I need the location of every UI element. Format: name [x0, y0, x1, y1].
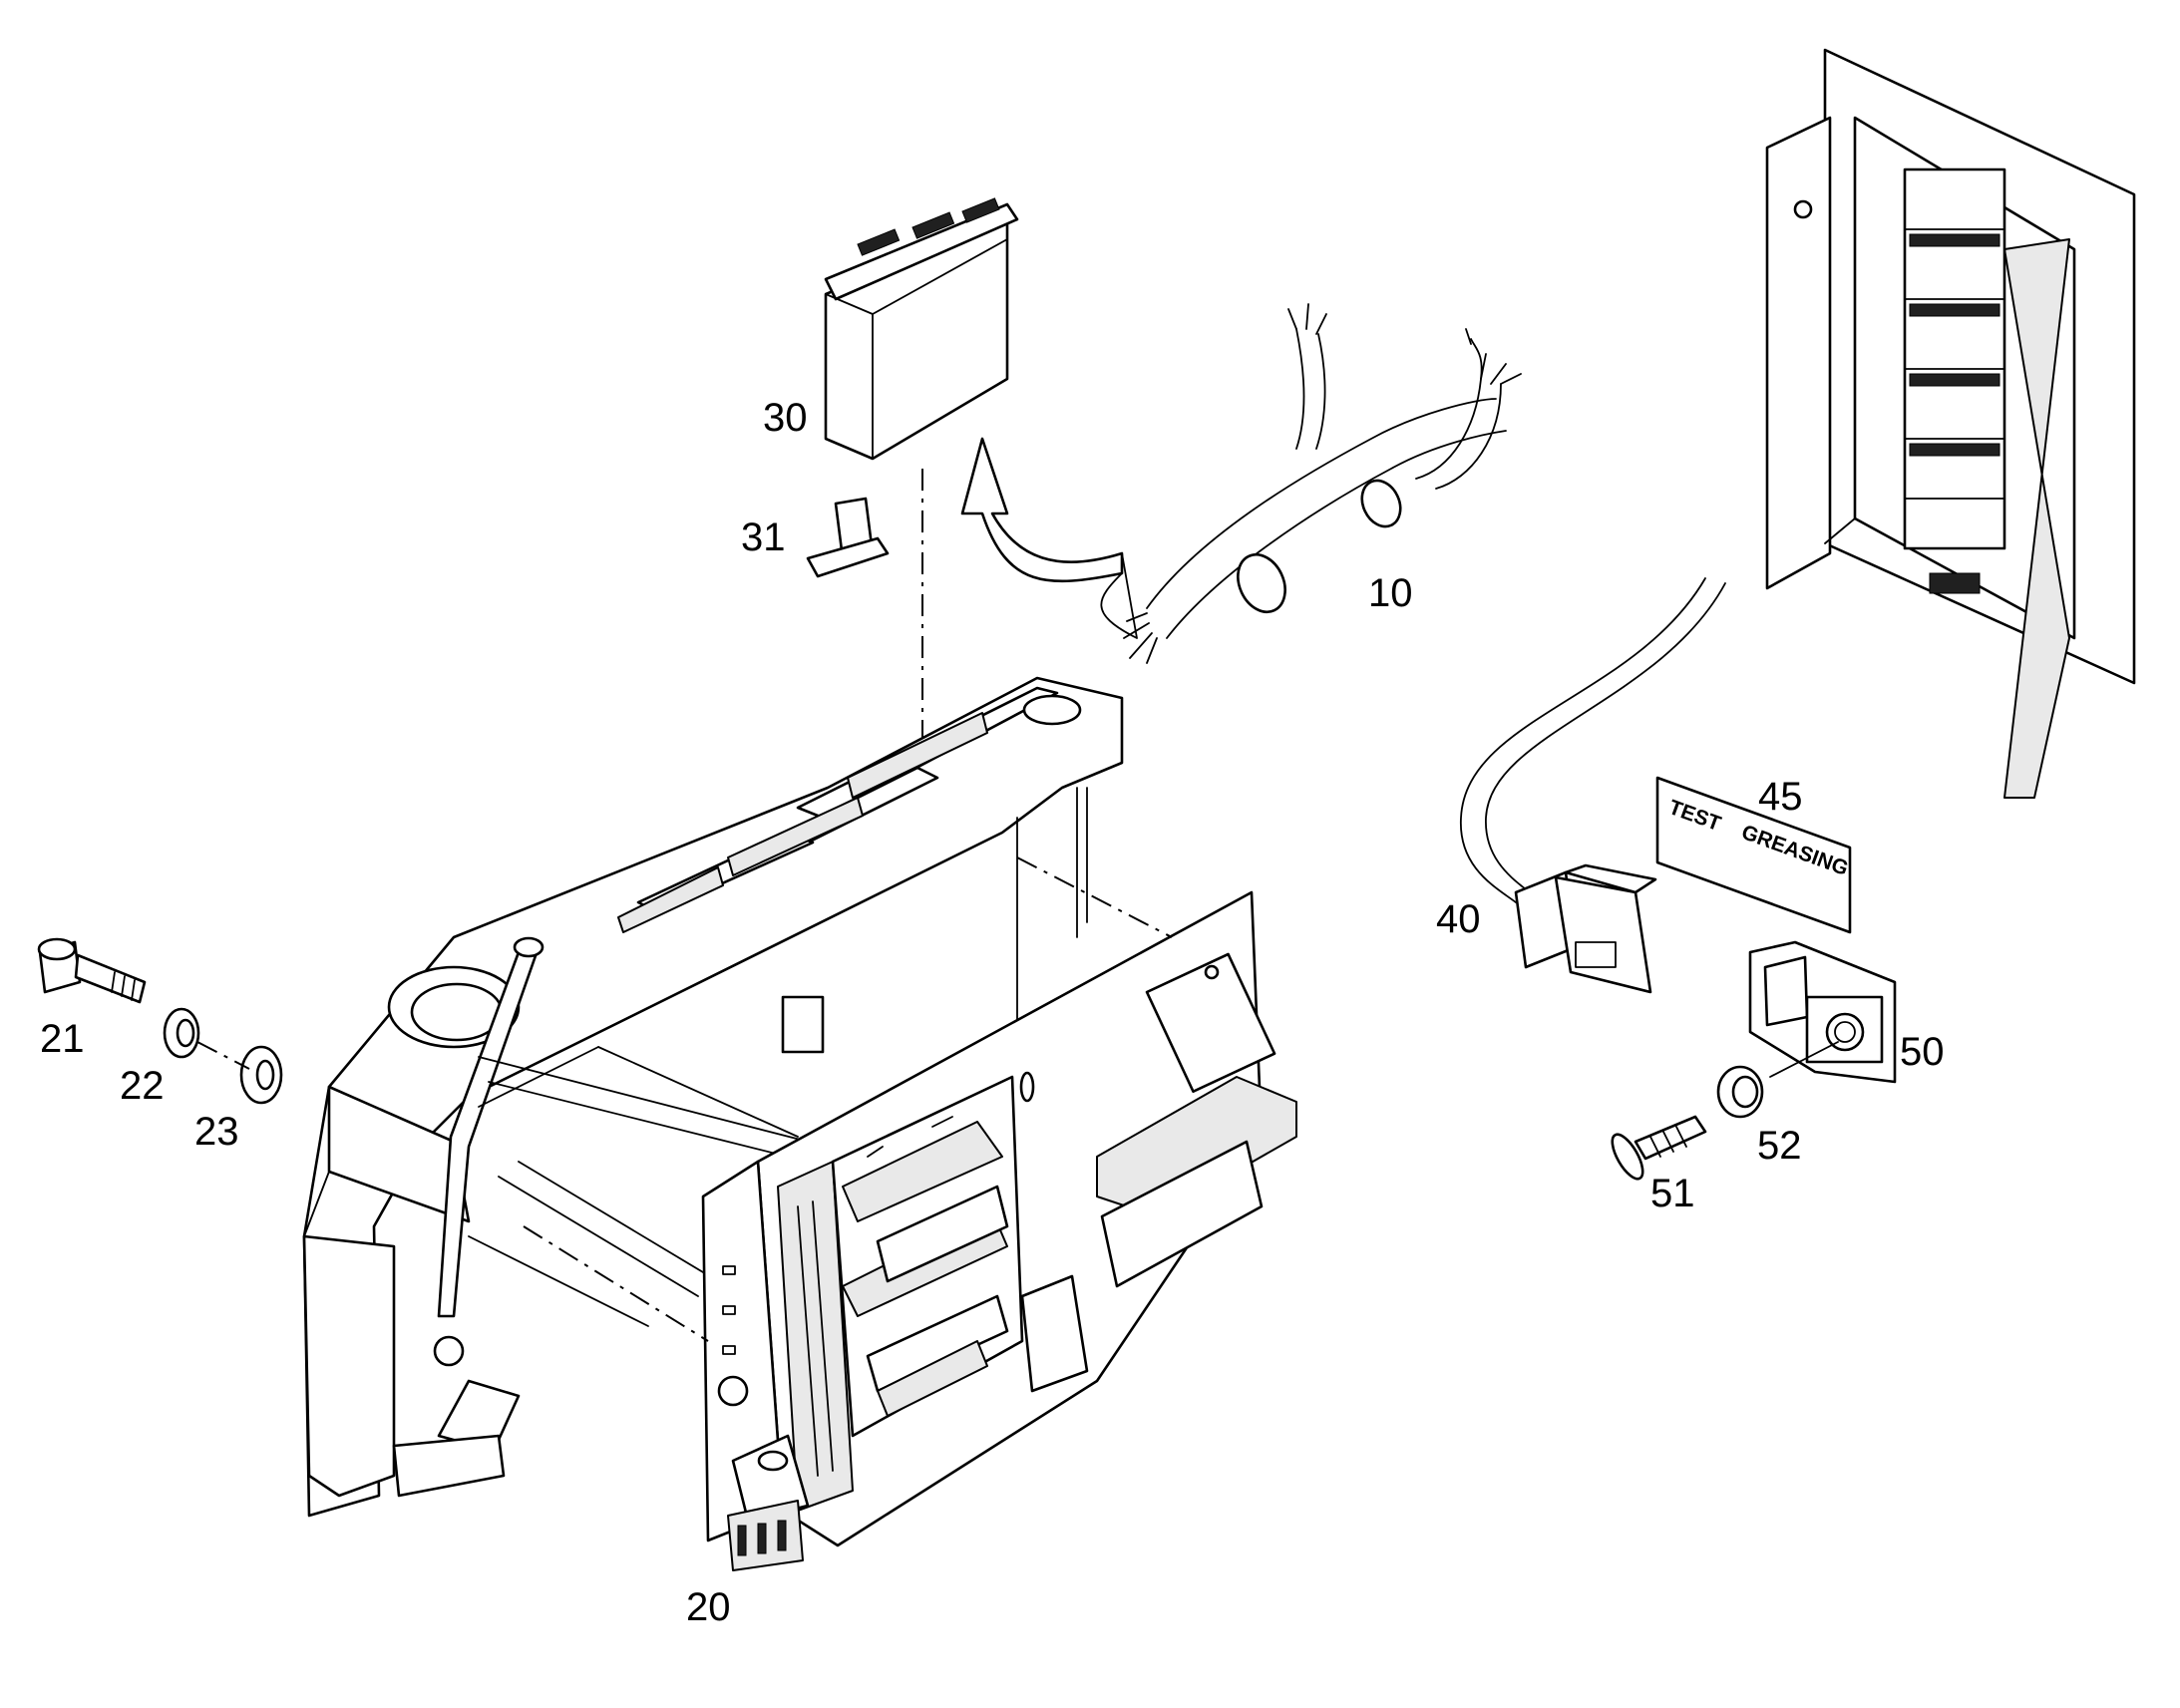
- cable-harness-part-10: [1123, 303, 1522, 664]
- curved-arrow: [960, 437, 1138, 639]
- screw-part-51: [1611, 1115, 1707, 1181]
- callout-40: 40: [1436, 897, 1481, 941]
- label-plate-part-45: TEST GREASING: [1655, 776, 1851, 934]
- callout-45: 45: [1758, 775, 1803, 819]
- circuit-board-part-20: [701, 890, 1297, 1571]
- callout-21: 21: [40, 1017, 85, 1061]
- callout-51: 51: [1650, 1172, 1695, 1215]
- callout-50: 50: [1900, 1030, 1945, 1074]
- callout-52: 52: [1757, 1124, 1802, 1168]
- connector-cable: [1460, 577, 1726, 903]
- bracket-part-50: [1748, 940, 1897, 1084]
- callout-22: 22: [120, 1064, 165, 1108]
- leader-50-52: [1769, 1041, 1839, 1078]
- callout-23: 23: [194, 1110, 239, 1154]
- callout-31: 31: [741, 515, 786, 559]
- callout-10: 10: [1368, 571, 1413, 615]
- washer-part-52: [1716, 1065, 1764, 1119]
- flat-washer-part-23: [239, 1045, 283, 1105]
- lock-washer-part-22: [163, 1007, 200, 1059]
- callout-30: 30: [763, 396, 808, 440]
- dashed-leader-fastener: [523, 1225, 709, 1342]
- dashed-leader-22-23: [196, 1041, 250, 1070]
- dashed-leader-housing-board: [1016, 856, 1173, 938]
- module-part-30: [824, 197, 1019, 461]
- callout-20: 20: [686, 1585, 731, 1629]
- connector-part-40: [1514, 863, 1657, 994]
- bolt-part-21: [37, 937, 147, 1004]
- cabinet-rack: [1903, 168, 2006, 594]
- electrical-cabinet: [1765, 48, 2136, 799]
- bracket-part-31: [806, 497, 890, 578]
- main-housing: [302, 676, 1124, 1518]
